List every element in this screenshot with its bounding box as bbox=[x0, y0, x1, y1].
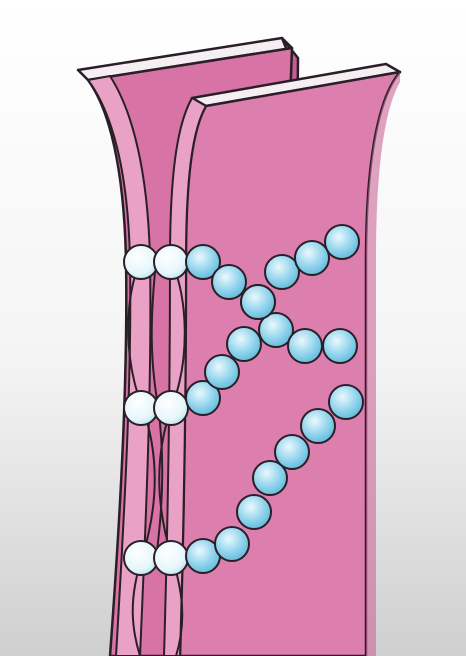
bead bbox=[124, 391, 158, 425]
bead bbox=[212, 265, 246, 299]
bead bbox=[205, 355, 239, 389]
bead bbox=[323, 329, 357, 363]
bead bbox=[154, 245, 188, 279]
bead bbox=[154, 391, 188, 425]
bead bbox=[124, 541, 158, 575]
bead bbox=[124, 245, 158, 279]
bead bbox=[288, 329, 322, 363]
bead bbox=[237, 495, 271, 529]
bead bbox=[215, 527, 249, 561]
bead bbox=[265, 255, 299, 289]
bead bbox=[275, 435, 309, 469]
bead bbox=[329, 385, 363, 419]
bead bbox=[241, 285, 275, 319]
bead bbox=[227, 327, 261, 361]
bead bbox=[301, 409, 335, 443]
bead bbox=[154, 541, 188, 575]
bead bbox=[295, 241, 329, 275]
bead bbox=[325, 225, 359, 259]
